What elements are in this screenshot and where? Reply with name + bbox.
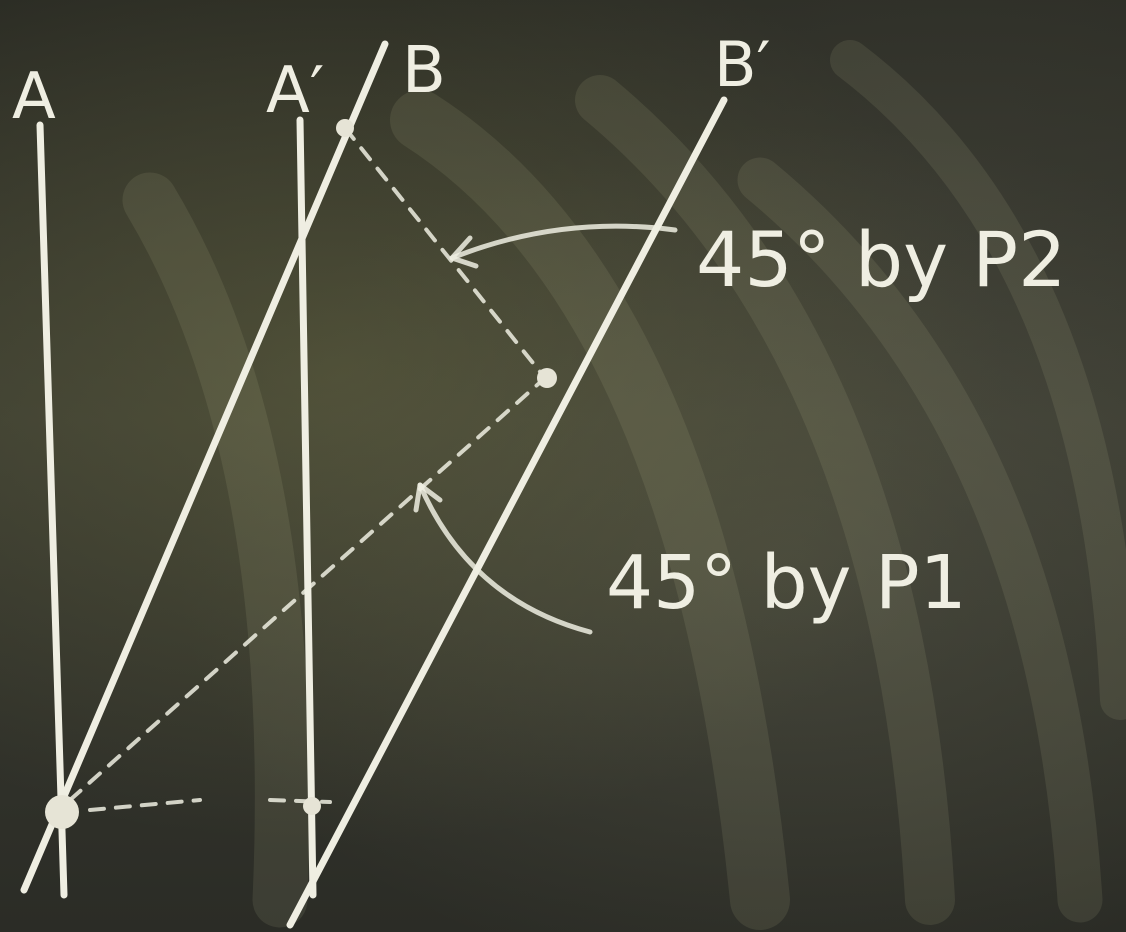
- label-a: A: [12, 60, 56, 134]
- base-point-a-prime: [303, 797, 321, 815]
- point-on-b: [336, 119, 354, 137]
- line-a: [36, 121, 68, 899]
- dashed-perpendicular: [343, 126, 547, 380]
- line-b: [20, 40, 389, 894]
- origin-point: [45, 795, 79, 829]
- eraser-smudges: [122, 40, 1126, 930]
- point-on-b-prime: [537, 368, 557, 388]
- annotation-lower: 45° by P1: [606, 540, 967, 626]
- line-b-prime: [286, 96, 728, 929]
- upper-arrowhead: [449, 235, 479, 269]
- label-a-prime: A′: [266, 54, 324, 128]
- annotation-upper: 45° by P2: [696, 215, 1066, 304]
- dashed-diagonal: [68, 376, 547, 802]
- base-tick-a-prime: [268, 798, 332, 804]
- upper-rotation-arc: [449, 223, 678, 261]
- lower-arrowhead: [413, 482, 443, 513]
- base-tick-a: [88, 798, 202, 812]
- label-b: B: [402, 34, 446, 108]
- label-b-prime: B′: [714, 28, 771, 101]
- lower-rotation-arc: [417, 482, 593, 635]
- line-a-prime: [296, 116, 317, 899]
